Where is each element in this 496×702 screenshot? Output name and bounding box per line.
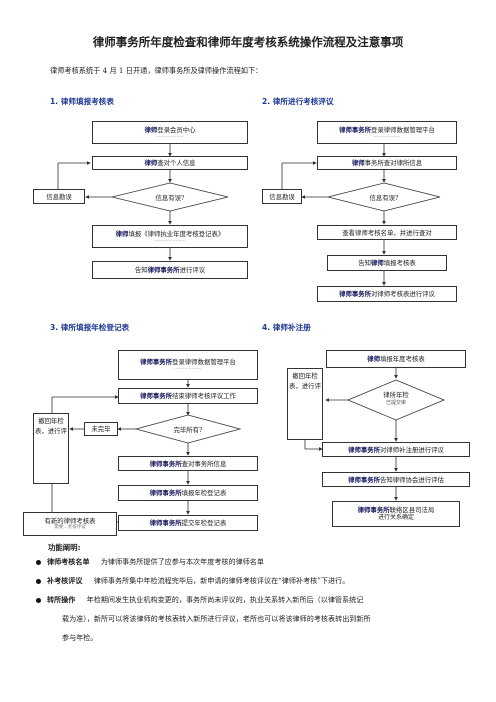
- flow3-unfinished-box: 未完毕: [84, 422, 118, 436]
- flow4-decision-text: 律所年检: [383, 391, 409, 399]
- bullet-icon: [36, 597, 41, 603]
- flow4-withdraw-box: 撤回年检表，进行评: [287, 368, 323, 440]
- flow2-notify-text: 填报考核表: [383, 259, 416, 267]
- flow3-new-lawyer-box: 有新的律师考核表 需要…考核评议: [23, 512, 117, 536]
- flow2-review-box: 律师事务所对律师考核表进行评议: [317, 286, 457, 302]
- flow3-decision: 完毕所有?: [173, 426, 203, 434]
- flow1-check-actor: 律师: [144, 159, 158, 167]
- function-item-supplement-review: 补考核评议 律师事务所集中年检流程完毕后，新申请的律师考核评议在“律师补考核”下…: [36, 574, 349, 587]
- flow3-login-text: 登录律师数据管理平台: [172, 358, 236, 367]
- intro-text: 律师考核系统于 4 月 1 日开通，律师事务所及律师操作流程如下：: [50, 66, 263, 75]
- function-item-lawyer-list: 律师考核名单 为律师事务所提供了应参与本次年度考核的律师名单: [36, 555, 264, 568]
- flow2-check-text: 事务所查对律所信息: [364, 159, 423, 167]
- flow3-submit-text: 提交年检登记表: [181, 519, 227, 527]
- flow4-contact-actor: 律师事务所: [357, 506, 390, 515]
- page-title: 律师事务所年度检查和律师年度考核系统操作流程及注意事项: [92, 35, 404, 49]
- function-label: 补考核评议: [47, 576, 83, 585]
- flow1-login-sub: ...................: [156, 133, 184, 139]
- flow3-end-actor: 律师事务所: [140, 392, 173, 400]
- functions-heading: 功能阐明:: [48, 543, 81, 552]
- flow1-notify-text: 进行评议: [179, 266, 206, 274]
- flow3-login-sub: ...................: [174, 366, 202, 372]
- flow4-contact-box: 律师事务所联络区县司法局 进行关系确定: [332, 501, 460, 527]
- flow1-fill-actor: 律师: [115, 229, 129, 238]
- flow1-login-text: 登录会员中心: [157, 125, 196, 134]
- function-text: 律师事务所集中年检流程完毕后，新申请的律师考核评议在“律师补考核”下进行。: [93, 576, 350, 585]
- flow1-fill-sub: ......................: [154, 237, 186, 243]
- flow2-notify-box: 告知律师填报考核表: [327, 255, 447, 271]
- flow1-notify-pre: 告知: [134, 266, 148, 274]
- flow4-decision: 律所年检 已提交审: [360, 390, 432, 406]
- flow3-new-lawyer-text: 有新的律师考核表: [44, 517, 96, 526]
- flow1-check-text: 查对个人信息: [157, 159, 196, 167]
- flow3-fill-actor: 律师事务所: [149, 489, 182, 497]
- flow3-end-text: 结束律师考核评议工作: [172, 392, 236, 400]
- flow3-login-actor: 律师事务所: [140, 358, 173, 367]
- flow1-notify-actor: 律师事务所: [147, 266, 180, 274]
- section-4-title: 4. 律师补注册: [262, 323, 311, 332]
- flow4-contact-text: 联络区县司法局: [389, 506, 435, 515]
- flow3-submit-actor: 律师事务所: [149, 519, 182, 527]
- flow3-end-box: 律师事务所结束律师考核评议工作: [118, 388, 258, 404]
- flow4-review-actor: 律师事务所: [348, 445, 381, 454]
- flow4-decision-sub: 已提交审: [385, 400, 406, 406]
- function-item-transfer: 转所操作 年检期间发生执业机构变更的，事务所尚未评议的，执业关系转入新所后（以律…: [36, 593, 363, 606]
- flow4-fill-actor: 律师: [367, 355, 381, 363]
- flow2-check-box: 律师事务所查对律所信息: [317, 156, 457, 170]
- section-2-title: 2. 律所进行考核评议: [262, 97, 334, 106]
- function-text: 为律师事务所提供了应参与本次年度考核的律师名单: [100, 557, 264, 566]
- flow3-fill-box: 律师事务所填报年检登记表: [118, 485, 258, 501]
- flow4-fill-box: 律师填报年度考核表: [326, 350, 466, 368]
- flow4-notify-box: 律师事务所告知律师协会进行评估: [322, 472, 470, 487]
- flow2-review-text: 对律师考核表进行评议: [371, 290, 435, 298]
- flow2-login-actor: 律师事务所: [339, 125, 372, 134]
- flow1-login-box: 律师登录会员中心 ...................: [92, 121, 248, 144]
- section-3-title: 3. 律所填报年检登记表: [50, 323, 130, 332]
- flow4-review-box: 律师事务所对律师补注册进行评议: [322, 442, 470, 457]
- flow2-login-text: 登录律师数据管理平台: [371, 125, 435, 134]
- flow3-login-box: 律师事务所登录律师数据管理平台 ...................: [118, 350, 258, 380]
- flow3-fill-text: 填报年检登记表: [181, 489, 227, 497]
- function-label: 转所操作: [47, 595, 76, 604]
- flow3-submit-box: 律师事务所提交年检登记表: [118, 515, 258, 531]
- flow2-login-box: 律师事务所登录律师数据管理平台 ...................: [317, 121, 457, 144]
- bullet-icon: [36, 559, 41, 565]
- flow2-decision: 信息有误?: [369, 194, 399, 202]
- flow3-new-lawyer-sub: 需要…考核评议: [54, 525, 86, 531]
- flow1-error-box: 信息勘误: [33, 189, 85, 204]
- function-transfer-cont-1: 载为准），新所可以将该律师的考核表转入新所进行评议，老所也可以将该律师的考核表转…: [62, 614, 371, 623]
- flow3-check-text: 查对事务所信息: [181, 459, 227, 468]
- flow2-notify-actor: 律师: [371, 259, 384, 267]
- flow1-check-box: 律师查对个人信息: [92, 156, 248, 170]
- flow4-notify-actor: 律师事务所: [348, 475, 381, 484]
- flow4-notify-text: 告知律师协会进行评估: [380, 475, 444, 484]
- flow4-review-text: 对律师补注册进行评议: [380, 445, 444, 454]
- flow2-notify-pre: 告知: [358, 259, 372, 267]
- function-text: 年检期间发生执业机构变更的，事务所尚未评议的，执业关系转入新所后（以律管系统记: [86, 595, 364, 604]
- flow3-check-box: 律师事务所查对事务所信息: [118, 456, 258, 471]
- function-transfer-cont-2: 参与年检。: [62, 633, 98, 642]
- flow3-withdraw-box: 撤回年检表，进行评: [33, 413, 69, 484]
- flow4-fill-text: 填报年度考核表: [380, 355, 425, 363]
- flow1-fill-text: 填报《律师执业年度考核登记表》: [128, 229, 225, 238]
- flow1-fill-box: 律师填报《律师执业年度考核登记表》 ......................: [92, 225, 248, 248]
- section-1-title: 1. 律师填报考核表: [50, 97, 114, 106]
- flow1-decision: 信息有误?: [155, 194, 185, 202]
- flow3-check-actor: 律师事务所: [149, 459, 182, 468]
- function-label: 律师考核名单: [47, 557, 90, 566]
- flow2-error-box: 信息勘误: [262, 189, 302, 204]
- flow1-notify-box: 告知律师事务所进行评议: [92, 261, 248, 279]
- flow4-contact-sub: 进行关系确定: [377, 514, 414, 522]
- flow2-check-actor: 律师: [351, 159, 365, 167]
- flow1-login-actor: 律师: [144, 125, 158, 134]
- flow2-login-sub: ...................: [373, 133, 401, 139]
- flow2-view-box: 查看律师考核名单，并进行查对: [317, 225, 457, 240]
- flow2-review-actor: 律师事务所: [339, 290, 372, 298]
- bullet-icon: [36, 578, 41, 584]
